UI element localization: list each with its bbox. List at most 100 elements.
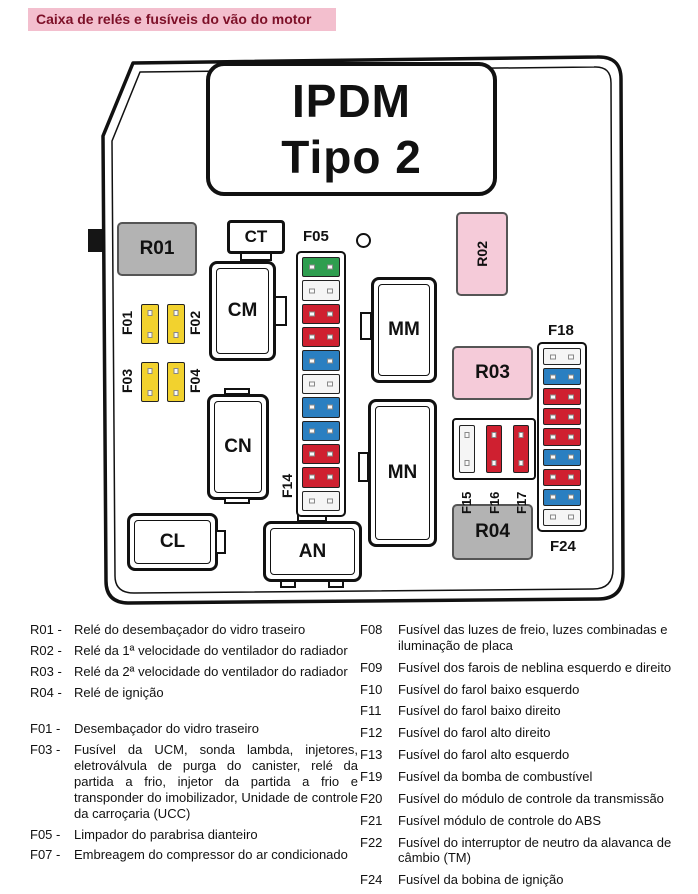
legend-item-text: Fusível do farol baixo esquerdo: [398, 681, 580, 697]
legend-item: F05 -Limpador do parabrisa dianteiro: [30, 827, 358, 843]
legend-item-text: Fusível da UCM, sonda lambda, injetores,…: [74, 742, 358, 821]
legend-item-text: Relé da 1ª velocidade do ventilador do r…: [74, 642, 348, 658]
fusebox-left-tab: [88, 229, 106, 252]
legend-item: F20 Fusível do módulo de controle da tran…: [360, 791, 694, 807]
fuse-group-f15-f17: [452, 418, 536, 480]
connector-mn-tab: [358, 452, 369, 482]
fuse-strip-f24-label: F24: [550, 538, 576, 555]
legend-item-code: F21: [360, 812, 383, 828]
connector-mm-tab: [360, 312, 372, 340]
legend-item-text: Fusível módulo de controle do ABS: [398, 812, 602, 828]
legend-item-code: R01 -: [30, 622, 62, 637]
legend-item-text: Fusível da bobina de ignição: [398, 872, 564, 888]
connector-ct-tab: [240, 252, 272, 261]
fuse-slot-empty: [543, 508, 581, 526]
fuse-strip-f05-label: F05: [303, 228, 329, 245]
legend-item: F12 Fusível do farol alto direito: [360, 725, 694, 741]
fuse-f03-label: F03: [119, 368, 135, 394]
fuse-slot-blue: [302, 350, 340, 371]
connector-cn: CN: [207, 394, 269, 500]
legend-left-column: R01 -Relé do desembaçador do vidro trase…: [30, 622, 358, 863]
fuse-f17-label: F17: [514, 491, 529, 515]
mount-hole-circle: [356, 233, 371, 248]
connector-an-label: AN: [298, 540, 327, 562]
fuse-slot-blue: [302, 397, 340, 418]
relay-r01-label: R01: [139, 238, 175, 259]
legend-right-column: F08 Fusível das luzes de freio, luzes com…: [360, 622, 694, 888]
connector-mm-label: MM: [388, 319, 420, 340]
legend-item-text: Embreagem do compressor do ar condiciona…: [74, 847, 348, 863]
fuse-slot-red: [302, 467, 340, 488]
fuse-slot-yellow: [141, 304, 159, 344]
fuse-slot-red: [302, 303, 340, 325]
legend-relays-group: R01 -Relé do desembaçador do vidro trase…: [30, 622, 358, 700]
connector-ct: CT: [227, 220, 285, 254]
ipdm-line2: Tipo 2: [281, 131, 422, 183]
legend-item: F03 -Fusível da UCM, sonda lambda, injet…: [30, 742, 358, 821]
relay-r04: R04: [452, 504, 533, 560]
legend-item: R01 -Relé do desembaçador do vidro trase…: [30, 622, 358, 638]
fuse-strip-f18: [537, 342, 587, 532]
fuse-f15-label: F15: [459, 491, 474, 515]
connector-cl-tab: [215, 530, 226, 554]
legend-item: F21 Fusível módulo de controle do ABS: [360, 813, 694, 829]
fuse-f16-label: F16: [487, 491, 502, 515]
legend-item-code: F13: [360, 747, 383, 763]
legend-item-text: Fusível do farol alto esquerdo: [398, 747, 570, 763]
legend-item-text: Fusível da bomba de combustível: [398, 769, 593, 785]
fuse-slot-yellow: [167, 304, 185, 344]
fuse-group-f03-f04: [139, 361, 187, 403]
connector-cn-top-tab: [224, 388, 250, 395]
legend-item-code: F09: [360, 659, 383, 675]
legend-item-code: F07 -: [30, 847, 61, 863]
fuse-slot-empty: [459, 425, 475, 473]
fuse-slot-red: [543, 388, 581, 406]
legend-item: F24 Fusível da bobina de ignição: [360, 872, 694, 888]
legend-item-code: F08: [360, 622, 383, 637]
fuse-slot-empty: [302, 373, 340, 395]
connector-cn-bottom-tab: [224, 497, 250, 504]
legend-item-text: Fusível das luzes de freio, luzes combin…: [398, 622, 668, 653]
fuse-slot-red: [513, 425, 529, 473]
relay-r03: R03: [452, 346, 533, 400]
relay-r02-label: R02: [474, 241, 490, 267]
connector-mn: MN: [368, 399, 437, 547]
connector-mn-label: MN: [387, 462, 418, 483]
ipdm-label-box: IPDM Tipo 2: [206, 62, 497, 196]
legend-item: R02 -Relé da 1ª velocidade do ventilador…: [30, 643, 358, 659]
legend-item-code: F19: [360, 769, 383, 785]
fuse-strip-f05: [296, 251, 346, 517]
fuse-slot-blue: [543, 368, 581, 386]
legend-item-code: F12: [360, 725, 383, 741]
legend-item-text: Relé de ignição: [74, 684, 164, 700]
legend-item-text: Relé da 2ª velocidade do ventilador do r…: [74, 663, 348, 679]
fuse-slot-red: [543, 468, 581, 486]
fuse-slot-yellow: [141, 362, 159, 402]
fuse-group-f01-f02: [139, 303, 187, 345]
legend-item: F01 -Desembaçador do vidro traseiro: [30, 721, 358, 737]
fuse-slot-red: [302, 443, 340, 465]
legend-item-code: F01 -: [30, 721, 61, 737]
fuse-slot-empty: [543, 348, 581, 366]
fuse-slot-green: [302, 257, 340, 278]
fuse-f04-label: F04: [187, 368, 203, 394]
legend-item-code: F22: [360, 834, 383, 850]
legend-item: F19 Fusível da bomba de combustível: [360, 769, 694, 785]
legend-item-text: Fusível do módulo de controle da transmi…: [398, 790, 664, 806]
legend-item: F13 Fusível do farol alto esquerdo: [360, 747, 694, 763]
legend-item-code: F24: [360, 872, 383, 888]
connector-cm-tab: [274, 296, 287, 326]
relay-r03-label: R03: [475, 362, 510, 383]
fuse-slot-empty: [302, 280, 340, 301]
legend-item-code: F20: [360, 790, 383, 806]
legend-item-text: Fusível do farol alto direito: [398, 725, 551, 741]
legend-item: R03 -Relé da 2ª velocidade do ventilador…: [30, 664, 358, 680]
legend-item-code: R04 -: [30, 684, 62, 700]
fuse-slot-red: [302, 327, 340, 348]
